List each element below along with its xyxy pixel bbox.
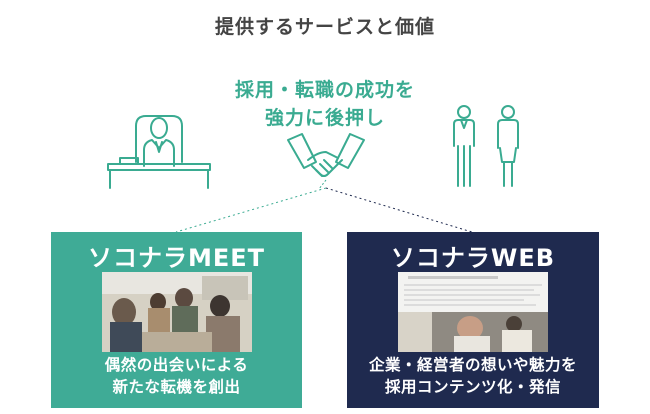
page-title: 提供するサービスと価値 bbox=[214, 16, 435, 38]
service-card-meet[interactable]: ソコナラMEET 偶然の出会いによる 新たな転機を創出 bbox=[51, 232, 302, 408]
meetup-photo bbox=[102, 272, 252, 352]
handshake-icon bbox=[287, 133, 365, 188]
headline-line-1: 採用・転職の成功を bbox=[234, 79, 415, 101]
job-seekers-icon bbox=[453, 105, 519, 187]
headline-line-2: 強力に後押し bbox=[264, 107, 385, 129]
service-title: ソコナラWEB bbox=[390, 244, 556, 272]
web-article-screenshot bbox=[398, 272, 548, 352]
value-headline: 採用・転職の成功を 強力に後押し bbox=[160, 76, 490, 132]
service-title: ソコナラMEET bbox=[87, 244, 266, 272]
service-card-web[interactable]: ソコナラWEB 企業・経営者の想いや魅力を 採用コンテンツ化・発信 bbox=[347, 232, 599, 408]
service-description: 偶然の出会いによる 新たな転機を創出 bbox=[104, 356, 249, 396]
executive-at-desk-icon bbox=[107, 115, 211, 189]
service-description: 企業・経営者の想いや魅力を 採用コンテンツ化・発信 bbox=[368, 356, 577, 396]
